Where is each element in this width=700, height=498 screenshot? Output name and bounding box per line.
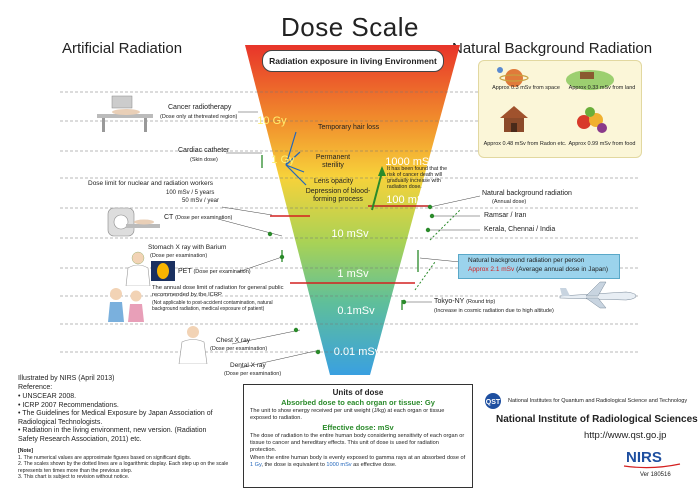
ref-item: • Radiation in the living environment, n… xyxy=(18,427,207,443)
website-url[interactable]: http://www.qst.go.jp xyxy=(584,430,667,441)
stomach-label: Stomach X ray with Barium xyxy=(148,244,227,251)
effect-hair-loss: Temporary hair loss xyxy=(318,124,380,131)
kerala-label: Kerala, Chennai / India xyxy=(484,226,556,233)
workers-a: 100 mSv / 5 years xyxy=(166,190,215,196)
dental-label: Dental X ray xyxy=(230,362,266,369)
funnel-shape xyxy=(245,45,460,375)
version-label: Ver 180516 xyxy=(640,472,671,478)
airplane-icon xyxy=(559,281,637,309)
workers-b: 50 mSv / year xyxy=(182,198,220,204)
svg-text:NIRS: NIRS xyxy=(626,449,662,466)
ct-scanner-icon xyxy=(107,207,160,237)
nirs-name: National Institute of Radiological Scien… xyxy=(496,414,698,425)
pet-image-icon xyxy=(151,261,175,281)
units-heading: Units of dose xyxy=(332,388,384,397)
gy-text: The unit to show energy received per uni… xyxy=(250,408,445,421)
notes-block: [Note] 1. The numerical values are appro… xyxy=(18,448,229,480)
public-sub: (Not applicable to post-accident contami… xyxy=(152,300,273,312)
reference-list: • UNSCEAR 2008. • ICRP 2007 Recommendati… xyxy=(18,393,228,444)
effect-sterility: Permanent sterility xyxy=(315,154,351,169)
ref-item: • The Guidelines for Medical Exposure by… xyxy=(18,410,213,426)
pet-label: PET (Dose per examination) xyxy=(178,268,251,275)
nat-radon-label: Approx 0.48 mSv from Radon etc. xyxy=(483,141,567,147)
per-person-value: Approx 2.1 mSv (Average annual dose in J… xyxy=(468,266,609,273)
cardiac-label: Cardiac catheter xyxy=(178,147,230,154)
reference-heading: Reference: xyxy=(18,384,53,391)
per-person-highlight xyxy=(458,254,620,279)
effect-blood: Depression of blood-forming process xyxy=(305,188,371,203)
radon-icon xyxy=(500,106,528,132)
level-1000msv: 1000 mSv xyxy=(385,156,435,168)
funnel-header: Radiation exposure in living Environment xyxy=(262,50,444,72)
level-1gy: 1 Gy xyxy=(271,154,295,166)
nat-land-label: Approx 0.33 mSv from land xyxy=(568,85,636,91)
natural-icons xyxy=(497,67,614,133)
illustrated-by: Illustrated by NIRS (April 2013) xyxy=(18,375,115,382)
svg-text:QST: QST xyxy=(486,399,501,406)
chest-xray-icon xyxy=(178,326,208,364)
nat-food-label: Approx 0.99 mSv from food xyxy=(568,141,636,147)
per-person-label: Natural background radiation per person xyxy=(468,257,585,264)
risk-note: It has been found that the risk of cance… xyxy=(387,166,448,190)
ct-label: CT (Dose per examination) xyxy=(164,214,233,221)
family-icon xyxy=(108,288,144,322)
cardiac-sub: (Skin dose) xyxy=(190,157,218,163)
sv-text: The dose of radiation to the entire huma… xyxy=(250,433,465,453)
chest-label: Chest X ray xyxy=(216,337,250,344)
food-icon xyxy=(577,107,607,133)
ref-item: • ICRP 2007 Recommendations. xyxy=(18,401,119,409)
cancer-label: Cancer radiotherapy xyxy=(168,104,232,111)
land-icon xyxy=(566,70,614,90)
annual-label: Natural background radiation xyxy=(482,190,572,197)
qst-logo-icon: QST xyxy=(485,393,501,409)
space-icon xyxy=(497,67,529,87)
radiotherapy-icon xyxy=(97,95,153,132)
flight-sub: (Increase in cosmic radiation due to hig… xyxy=(434,308,554,314)
chest-sub: (Dose per examination) xyxy=(210,346,268,352)
conversion-text: When the entire human body is evenly exp… xyxy=(250,455,466,468)
stomach-sub: (Dose per examination) xyxy=(150,253,208,259)
ramsar-label: Ramsar / Iran xyxy=(484,212,527,219)
level-10msv: 10 mSv xyxy=(331,228,369,240)
level-0-1msv: 0.1mSv xyxy=(337,305,375,317)
gy-heading: Absorbed dose to each organ or tissue: G… xyxy=(281,398,435,407)
annual-sub: (Annual dose) xyxy=(492,199,527,205)
units-of-dose-box: Units of dose Absorbed dose to each orga… xyxy=(243,384,473,488)
ref-item: • UNSCEAR 2008. xyxy=(18,393,77,400)
level-100msv: 100 mSv xyxy=(386,194,430,206)
flight-label: Tokyo-NY (Round trip) xyxy=(434,298,496,305)
artificial-title: Artificial Radiation xyxy=(62,40,183,57)
effect-lens: Lens opacity xyxy=(314,178,354,185)
sv-heading: Effective dose: mSv xyxy=(322,423,394,432)
public-label: The annual dose limit of radiation for g… xyxy=(152,285,284,298)
page-title: Dose Scale xyxy=(281,12,419,42)
level-0-01msv: 0.01 mSv xyxy=(333,346,381,358)
stomach-xray-icon xyxy=(125,251,151,286)
nat-space-label: Approx 0.3 mSv from space xyxy=(492,85,560,91)
workers-label: Dose limit for nuclear and radiation wor… xyxy=(88,180,213,187)
level-1msv: 1 mSv xyxy=(337,268,369,280)
nirs-logo-icon: NIRS xyxy=(623,449,681,469)
dental-sub: (Dose per examination) xyxy=(224,371,282,377)
qst-name: National Institutes for Quantum and Radi… xyxy=(508,398,688,404)
cancer-sub: (Dose only at thetreated region) xyxy=(160,114,238,120)
natural-title: Natural Background Radiation xyxy=(452,40,653,57)
level-10gy: 10 Gy xyxy=(257,115,287,127)
